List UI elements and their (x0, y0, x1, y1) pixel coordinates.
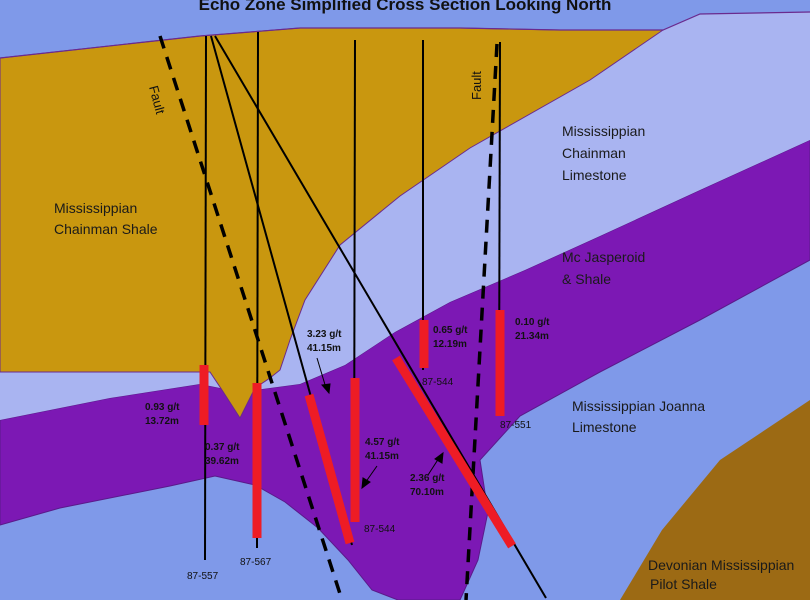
intercept-5-grade: 0.65 g/t (433, 325, 468, 336)
drillhole-87-557 (204, 35, 207, 561)
chainman-shale-label-2: Chainman Shale (54, 221, 158, 237)
intercept-3-length: 41.15m (307, 343, 341, 354)
hole-label-87-544-upper: 87-544 (422, 377, 454, 388)
intercept-4-length: 41.15m (365, 451, 399, 462)
chainman-limestone-label-1: Mississippian (562, 123, 645, 139)
intercept-7-length: 70.10m (410, 487, 444, 498)
pilot-shale-unit (620, 400, 810, 600)
callout-arrow-3 (316, 357, 327, 389)
chainman-limestone-label-3: Limestone (562, 167, 627, 183)
intercept-2-grade: 0.37 g/t (205, 442, 240, 453)
hole-label-87-567: 87-567 (240, 557, 272, 568)
intercept-2-length: 39.62m (205, 456, 239, 467)
intercepts (199, 310, 516, 549)
diagram-title: Echo Zone Simplified Cross Section Looki… (199, 0, 612, 14)
chainman-limestone-unit (0, 12, 810, 420)
callout-arrowhead-4 (361, 477, 371, 490)
intercept-bar-7 (392, 355, 516, 549)
callout-arrowhead-7 (434, 451, 444, 464)
intercept-bar-3 (304, 393, 355, 545)
faults (158, 35, 499, 600)
callout-arrow-7 (427, 457, 440, 476)
joanna-limestone-label-1: Mississippian Joanna (572, 398, 705, 414)
intercept-6-length: 21.34m (515, 331, 549, 342)
intercept-3-grade: 3.23 g/t (307, 329, 342, 340)
pilot-shale-label-1: Devonian Mississippian (648, 557, 794, 573)
surface-line (0, 11, 810, 59)
intercept-7-grade: 2.36 g/t (410, 473, 445, 484)
chainman-shale-label-1: Mississippian (54, 200, 137, 216)
jasperoid-label-1: Mc Jasperoid (562, 249, 645, 265)
jasperoid-label-2: & Shale (562, 271, 611, 287)
fault-label-east: Fault (469, 71, 484, 100)
hole-label-87-557: 87-557 (187, 571, 219, 582)
hole-label-87-544-lower: 87-544 (364, 524, 396, 535)
pilot-shale-label-2: Pilot Shale (650, 576, 717, 592)
fault-label-west: Fault (146, 84, 168, 116)
chainman-limestone-label-2: Chainman (562, 145, 626, 161)
hole-label-87-551: 87-551 (500, 420, 532, 431)
intercept-4-grade: 4.57 g/t (365, 437, 400, 448)
intercept-1-length: 13.72m (145, 416, 179, 427)
callout-arrowhead-3 (321, 383, 331, 395)
intercept-5-length: 12.19m (433, 339, 467, 350)
west-fault-line (158, 35, 344, 600)
callout-arrows (316, 357, 444, 490)
intercept-6-grade: 0.10 g/t (515, 317, 550, 328)
east-fault-line (464, 43, 499, 600)
joanna-limestone-label-2: Limestone (572, 419, 637, 435)
intercept-1-grade: 0.93 g/t (145, 402, 180, 413)
